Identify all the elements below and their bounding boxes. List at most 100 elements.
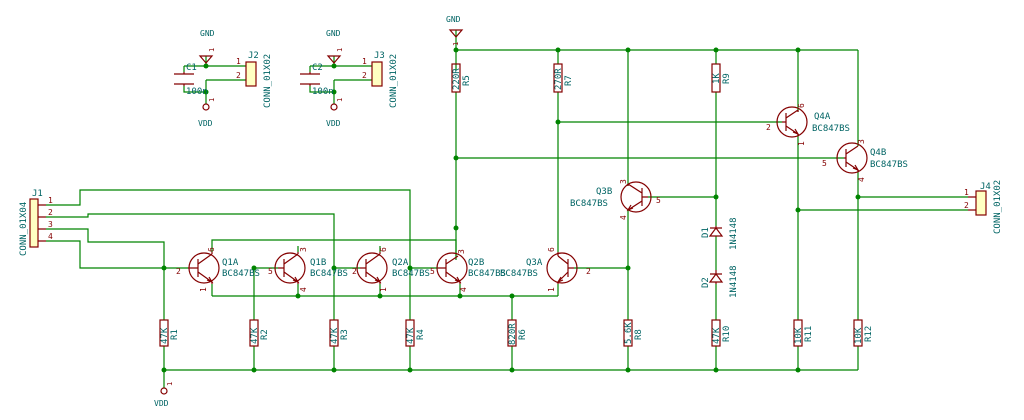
svg-text:BC847BS: BC847BS [222, 269, 260, 279]
svg-text:GND: GND [446, 15, 461, 24]
svg-text:Q3A: Q3A [526, 258, 543, 268]
svg-text:3: 3 [857, 139, 866, 144]
transistor-q4a: 2 1 6 Q4A BC847BS [766, 103, 850, 146]
svg-text:1: 1 [336, 48, 344, 52]
diode-d2: D2 1N4148 [701, 265, 739, 298]
svg-text:GND: GND [326, 29, 341, 38]
svg-text:VDD: VDD [326, 119, 341, 128]
svg-text:1: 1 [236, 57, 241, 66]
svg-text:10K: 10K [794, 327, 804, 344]
connector-j3: 1 2 J3 CONN_01X02 [362, 51, 399, 108]
svg-text:1: 1 [964, 188, 969, 197]
svg-text:Q1B: Q1B [310, 258, 326, 268]
svg-text:Q2A: Q2A [392, 258, 409, 268]
svg-text:1: 1 [362, 57, 367, 66]
svg-text:R4: R4 [416, 329, 426, 340]
svg-text:C1: C1 [186, 63, 197, 73]
svg-text:J3: J3 [374, 51, 385, 61]
svg-text:1: 1 [208, 48, 216, 52]
svg-text:BC847BS: BC847BS [310, 269, 348, 279]
svg-text:1: 1 [166, 382, 174, 386]
svg-text:VDD: VDD [198, 119, 213, 128]
transistor-q3a: 2 1 6 Q3A BC847BS [500, 247, 591, 292]
transistor-q3b: 5 4 3 Q3B BC847BS [570, 179, 661, 220]
svg-text:1: 1 [547, 287, 556, 292]
svg-text:4: 4 [48, 232, 53, 241]
svg-text:Q1A: Q1A [222, 258, 239, 268]
capacitor-c1: C1 100n [174, 63, 208, 97]
svg-text:R12: R12 [864, 326, 874, 342]
svg-text:1: 1 [797, 141, 806, 146]
svg-text:VDD: VDD [154, 399, 169, 408]
resistor-r4: 47K R4 [405, 319, 426, 347]
svg-text:10K: 10K [854, 327, 864, 344]
svg-text:J1: J1 [32, 189, 43, 199]
resistor-r10: 47K R10 [711, 319, 732, 347]
svg-text:R2: R2 [260, 329, 270, 340]
svg-text:2: 2 [766, 123, 771, 132]
svg-text:R8: R8 [634, 329, 644, 340]
svg-text:1: 1 [199, 287, 208, 292]
svg-text:Q4A: Q4A [814, 112, 831, 122]
svg-text:CONN_01X04: CONN_01X04 [19, 202, 29, 256]
svg-text:3: 3 [457, 249, 466, 254]
svg-text:47K: 47K [160, 327, 170, 344]
resistor-r12: 10K R12 [853, 319, 874, 347]
resistor-r9: 1K R9 [711, 63, 732, 93]
resistor-r3: 47K R3 [329, 319, 350, 347]
svg-text:2: 2 [352, 267, 357, 276]
diode-d1: D1 1N4148 [701, 217, 739, 250]
svg-text:6: 6 [797, 103, 806, 108]
svg-text:47K: 47K [250, 327, 260, 344]
svg-text:5: 5 [822, 159, 827, 168]
svg-text:Q4B: Q4B [870, 148, 886, 158]
svg-text:5: 5 [656, 196, 661, 205]
svg-text:4: 4 [459, 287, 468, 292]
svg-text:C2: C2 [312, 63, 323, 73]
svg-text:1: 1 [208, 98, 216, 102]
svg-text:1: 1 [452, 42, 460, 46]
svg-text:100n: 100n [186, 87, 208, 97]
svg-text:J4: J4 [980, 182, 991, 192]
wires [46, 30, 968, 388]
svg-text:6: 6 [547, 247, 556, 252]
svg-text:J2: J2 [248, 51, 259, 61]
svg-text:R7: R7 [564, 75, 574, 86]
vdd-symbol-j2: VDD 1 [198, 98, 216, 128]
svg-text:2: 2 [48, 208, 53, 217]
svg-text:BC847BS: BC847BS [570, 199, 608, 209]
svg-text:3: 3 [48, 220, 53, 229]
svg-text:6: 6 [379, 247, 388, 252]
svg-text:D2: D2 [701, 277, 711, 288]
svg-text:5.6K: 5.6K [624, 322, 634, 344]
gnd-symbol-top: GND 1 [446, 15, 464, 46]
svg-text:BC847BS: BC847BS [870, 160, 908, 170]
svg-text:R6: R6 [518, 329, 528, 340]
resistor-r7: 270R R7 [553, 63, 574, 93]
transistor-q1b: 5 4 3 Q1B BC847BS [268, 247, 348, 292]
svg-text:R10: R10 [722, 326, 732, 342]
svg-text:Q3B: Q3B [596, 187, 612, 197]
svg-text:1K: 1K [712, 73, 722, 84]
svg-text:47K: 47K [712, 327, 722, 344]
transistor-q2b: 5 4 3 Q2B BC847BS [430, 249, 506, 292]
svg-text:R5: R5 [462, 75, 472, 86]
svg-text:2: 2 [964, 201, 969, 210]
junctions [161, 47, 861, 373]
svg-text:220R: 220R [452, 68, 462, 90]
transistor-q1a: 2 1 6 Q1A BC847BS [176, 247, 260, 292]
svg-text:4: 4 [299, 287, 308, 292]
svg-text:2: 2 [236, 71, 241, 80]
svg-text:BC847BS: BC847BS [500, 269, 538, 279]
svg-text:CONN_01X02: CONN_01X02 [993, 180, 1003, 234]
svg-text:2: 2 [586, 267, 591, 276]
resistor-r8: 5.6K R8 [623, 319, 644, 347]
vdd-symbol-bottom: VDD 1 [154, 382, 174, 408]
svg-text:3: 3 [299, 247, 308, 252]
svg-text:BC847BS: BC847BS [812, 124, 850, 134]
svg-text:270R: 270R [554, 68, 564, 90]
gnd-symbol-j3: GND 1 [326, 29, 344, 64]
svg-text:47K: 47K [330, 327, 340, 344]
svg-text:2: 2 [362, 71, 367, 80]
